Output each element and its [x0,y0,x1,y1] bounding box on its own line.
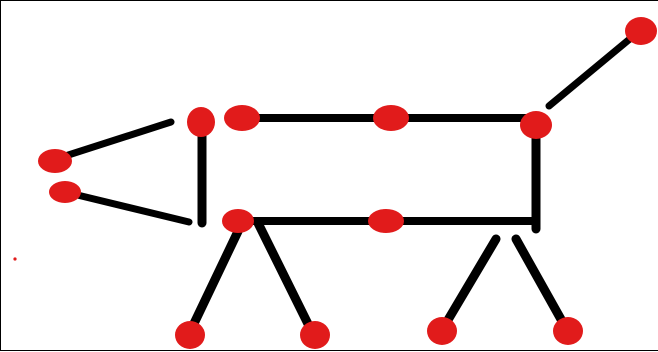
joint-rear-left-foot [427,317,457,345]
bone-rear-left-leg [437,234,501,335]
joint-spine-bottom-mid [368,209,404,233]
joint-front-right-foot [300,321,330,349]
bones [55,29,641,339]
bone-rear-right-leg [511,234,572,335]
bone-tail [545,29,641,110]
joints [13,17,657,349]
joint-head-upper-tip [38,149,72,173]
joint-neck-bottom [222,209,254,233]
joint-neck-top [187,107,215,137]
bone-head-upper [55,118,175,162]
joint-hip-top [520,111,552,139]
joint-stray-dot [13,257,17,261]
joint-tail-tip [625,17,657,45]
bone-front-right-leg [253,218,318,339]
joint-front-left-foot [175,321,205,349]
bone-head-lower [61,188,193,226]
joint-rear-right-foot [553,317,583,345]
bone-front-left-leg [184,218,247,339]
joint-spine-top-mid [373,105,409,131]
joint-head-lower-tip [49,181,81,203]
joint-shoulder-top [224,105,260,131]
